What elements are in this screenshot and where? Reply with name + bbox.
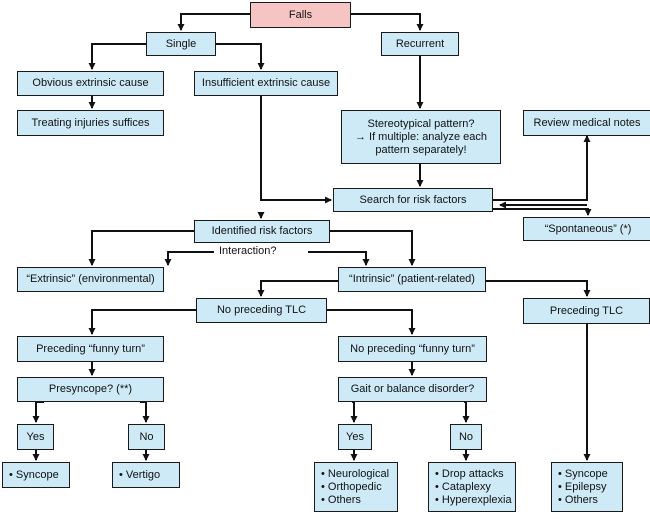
edge-gait-no (462, 401, 470, 423)
node-syncope-epilepsy-list: • Syncope • Epilepsy • Others (551, 462, 623, 512)
edge-interaction-right (308, 251, 370, 266)
node-extrinsic-environmental: “Extrinsic” (environmental) (17, 267, 164, 292)
node-gait-balance: Gait or balance disorder? (338, 377, 487, 402)
edge-identified-extrinsic (88, 230, 194, 266)
edge-search-review (493, 135, 591, 201)
edge-insufficient-search (260, 96, 332, 204)
node-review-medical-notes: Review medical notes (523, 110, 650, 136)
edge-identified-intrinsic (330, 230, 416, 266)
edge-single-insufficient (216, 43, 265, 70)
node-vertigo: • Vertigo (112, 462, 180, 488)
node-search-risk-factors: Search for risk factors (333, 188, 493, 212)
edge-presyncope-no (140, 401, 150, 423)
node-insufficient-extrinsic: Insufficient extrinsic cause (194, 71, 338, 96)
edge-single-obvious (88, 43, 146, 70)
edge-intrinsic-noTLC (257, 280, 338, 297)
node-drop-attacks-list: • Drop attacks • Cataplexy • Hyperexplex… (428, 462, 516, 512)
node-spontaneous: “Spontaneous” (*) (523, 217, 650, 241)
node-presyncope-yes: Yes (17, 424, 54, 450)
edge-falls-recurrent (351, 13, 424, 31)
node-single: Single (146, 32, 216, 56)
edge-interaction-left (164, 251, 214, 266)
node-syncope: • Syncope (2, 462, 70, 488)
node-preceding-funny-turn: Preceding “funny turn” (17, 336, 164, 362)
node-treating-injuries: Treating injuries suffices (17, 110, 164, 136)
edge-search-spontaneous (493, 208, 592, 216)
edge-falls-single (177, 13, 250, 31)
node-identified-risk-factors: Identified risk factors (194, 220, 330, 243)
edge-intrinsic-TLC (486, 280, 591, 297)
edge-presyncope-yes (32, 401, 44, 423)
node-obvious-extrinsic: Obvious extrinsic cause (17, 71, 164, 96)
node-stereotypical-pattern: Stereotypical pattern? → If multiple: an… (341, 110, 501, 164)
node-intrinsic-patient: “Intrinsic” (patient-related) (338, 267, 486, 292)
interaction-label: Interaction? (216, 245, 280, 257)
node-neurological-list: • Neurological • Orthopedic • Others (314, 462, 398, 512)
node-falls: Falls (250, 2, 351, 28)
node-presyncope-no: No (128, 424, 165, 450)
edge-gait-yes (350, 401, 358, 423)
node-recurrent: Recurrent (381, 32, 459, 56)
node-no-preceding-tlc: No preceding TLC (196, 298, 327, 323)
edge-noTLC-nofunny (327, 309, 416, 335)
node-gait-no: No (450, 424, 482, 450)
edge-noTLC-funny (88, 309, 196, 335)
node-gait-yes: Yes (338, 424, 372, 450)
node-preceding-tlc: Preceding TLC (523, 298, 650, 324)
node-presyncope: Presyncope? (**) (17, 377, 164, 402)
node-no-preceding-funny-turn: No preceding “funny turn” (338, 336, 487, 362)
